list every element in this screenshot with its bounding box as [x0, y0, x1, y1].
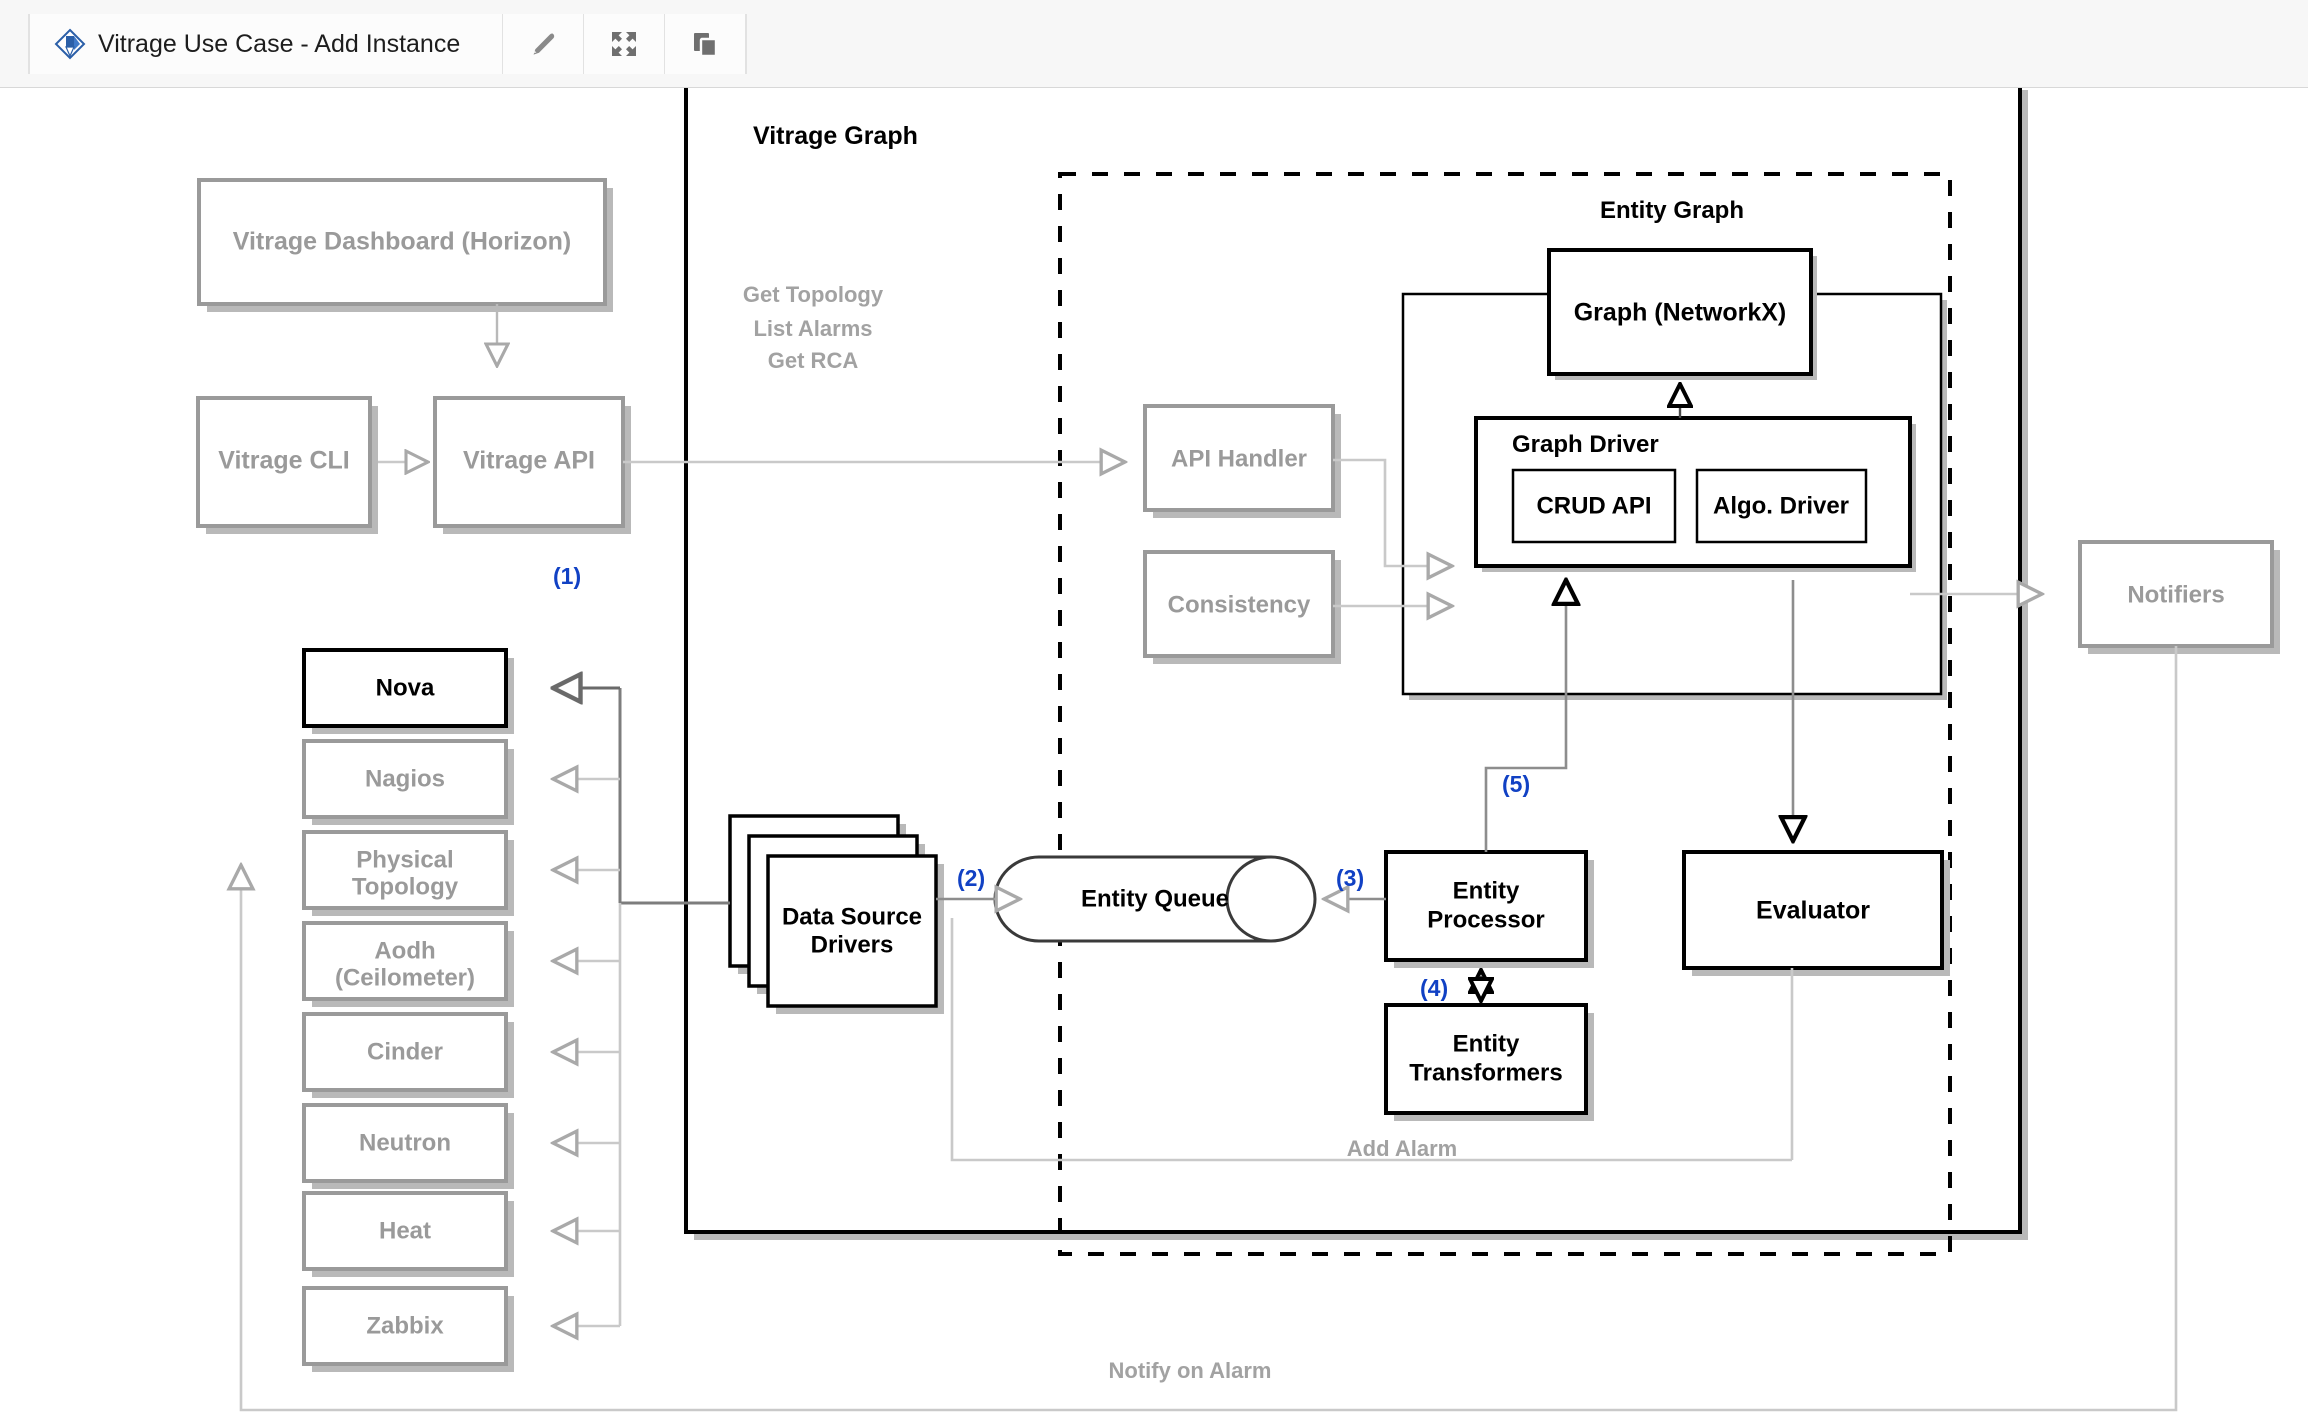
- neutron-label: Neutron: [359, 1129, 451, 1156]
- node-zabbix[interactable]: Zabbix: [302, 1286, 514, 1372]
- node-aodh[interactable]: Aodh (Ceilometer): [302, 921, 514, 1007]
- entity-queue-label: Entity Queue: [1081, 885, 1229, 912]
- edge-processor-to-graphdriver: [1484, 580, 1566, 852]
- edge-label-add-alarm: Add Alarm: [1347, 1136, 1457, 1161]
- edge-notify-on-alarm: [241, 646, 2178, 1412]
- node-graph-driver[interactable]: Graph Driver CRUD API Algo. Driver: [1474, 416, 1916, 572]
- edge-label-list-alarms: List Alarms: [753, 316, 872, 341]
- node-nova[interactable]: Nova: [302, 648, 514, 734]
- graph-networkx-label: Graph (NetworkX): [1574, 299, 1787, 327]
- node-neutron[interactable]: Neutron: [302, 1103, 514, 1189]
- node-entity-transformers[interactable]: Entity Transformers: [1384, 1003, 1594, 1121]
- entity-graph-label: Entity Graph: [1600, 197, 1744, 224]
- node-cinder[interactable]: Cinder: [302, 1012, 514, 1098]
- entity-transformers-label-1: Entity: [1453, 1030, 1520, 1057]
- vitrage-dashboard-label: Vitrage Dashboard (Horizon): [233, 228, 571, 256]
- algo-driver-label: Algo. Driver: [1713, 492, 1849, 519]
- edge-addalarm-return: [950, 918, 1792, 1162]
- edit-icon: [521, 22, 565, 66]
- edge-label-get-topology: Get Topology: [743, 282, 884, 307]
- node-entity-queue[interactable]: Entity Queue: [993, 855, 1317, 943]
- edge-label-notify-on-alarm: Notify on Alarm: [1109, 1358, 1272, 1383]
- copy-button[interactable]: [665, 14, 747, 74]
- aodh-label-1: Aodh: [374, 937, 435, 964]
- fullscreen-icon: [602, 22, 646, 66]
- vitrage-api-label: Vitrage API: [463, 447, 595, 475]
- dashed-boundary: [1058, 172, 1952, 1256]
- diagram-canvas: Vitrage Graph Entity Graph Graph (Networ…: [196, 88, 2280, 1412]
- vitrage-cli-label: Vitrage CLI: [218, 447, 350, 475]
- crud-api-label: CRUD API: [1536, 492, 1651, 519]
- copy-icon: [683, 22, 727, 66]
- notifiers-label: Notifiers: [2127, 581, 2224, 608]
- entity-transformers-label-2: Transformers: [1409, 1059, 1562, 1086]
- edit-button[interactable]: [503, 14, 585, 74]
- edge-apihandler-to-graphdriver: [1333, 458, 1452, 566]
- data-source-drivers-label-2: Drivers: [811, 931, 894, 958]
- api-handler-label: API Handler: [1171, 445, 1307, 472]
- zabbix-label: Zabbix: [366, 1312, 444, 1339]
- step-1-marker: (1): [553, 563, 581, 589]
- node-vitrage-api[interactable]: Vitrage API: [433, 396, 631, 534]
- node-evaluator[interactable]: Evaluator: [1682, 850, 1950, 976]
- nova-label: Nova: [376, 674, 435, 701]
- nagios-label: Nagios: [365, 765, 445, 792]
- heat-label: Heat: [379, 1217, 431, 1244]
- page-title: Vitrage Use Case - Add Instance: [98, 29, 461, 58]
- aodh-label-2: (Ceilometer): [335, 964, 475, 991]
- toolbar: Vitrage Use Case - Add Instance: [0, 0, 2308, 88]
- node-physical-topology[interactable]: Physical Topology: [302, 830, 514, 916]
- vitrage-logo-icon: [48, 22, 92, 66]
- node-vitrage-dashboard[interactable]: Vitrage Dashboard (Horizon): [197, 178, 613, 312]
- title-cell: Vitrage Use Case - Add Instance: [29, 14, 504, 74]
- consistency-label: Consistency: [1168, 591, 1311, 618]
- step-3-marker: (3): [1336, 865, 1364, 891]
- edge-label-get-rca: Get RCA: [768, 348, 859, 373]
- physical-topology-label-1: Physical: [356, 846, 453, 873]
- evaluator-label: Evaluator: [1756, 897, 1870, 925]
- fullscreen-button[interactable]: [584, 14, 666, 74]
- node-notifiers[interactable]: Notifiers: [2078, 540, 2280, 654]
- physical-topology-label-2: Topology: [352, 873, 459, 900]
- node-entity-processor[interactable]: Entity Processor: [1384, 850, 1594, 968]
- step-2-marker: (2): [957, 865, 985, 891]
- node-data-source-drivers[interactable]: Data Source Drivers: [728, 814, 944, 1014]
- node-vitrage-cli[interactable]: Vitrage CLI: [196, 396, 378, 534]
- step-5-marker: (5): [1502, 771, 1530, 797]
- node-nagios[interactable]: Nagios: [302, 739, 514, 825]
- vitrage-graph-label: Vitrage Graph: [753, 122, 918, 150]
- data-source-drivers-label-1: Data Source: [782, 903, 922, 930]
- edges-drivers-to-datasources: [553, 688, 730, 1326]
- step-4-marker: (4): [1420, 975, 1448, 1001]
- node-consistency[interactable]: Consistency: [1143, 550, 1341, 664]
- graph-driver-label: Graph Driver: [1512, 431, 1659, 458]
- entity-processor-label-2: Processor: [1427, 906, 1544, 933]
- entity-processor-label-1: Entity: [1453, 877, 1520, 904]
- cinder-label: Cinder: [367, 1038, 443, 1065]
- node-graph-networkx[interactable]: Graph (NetworkX): [1547, 248, 1817, 380]
- node-heat[interactable]: Heat: [302, 1191, 514, 1277]
- node-api-handler[interactable]: API Handler: [1143, 404, 1341, 518]
